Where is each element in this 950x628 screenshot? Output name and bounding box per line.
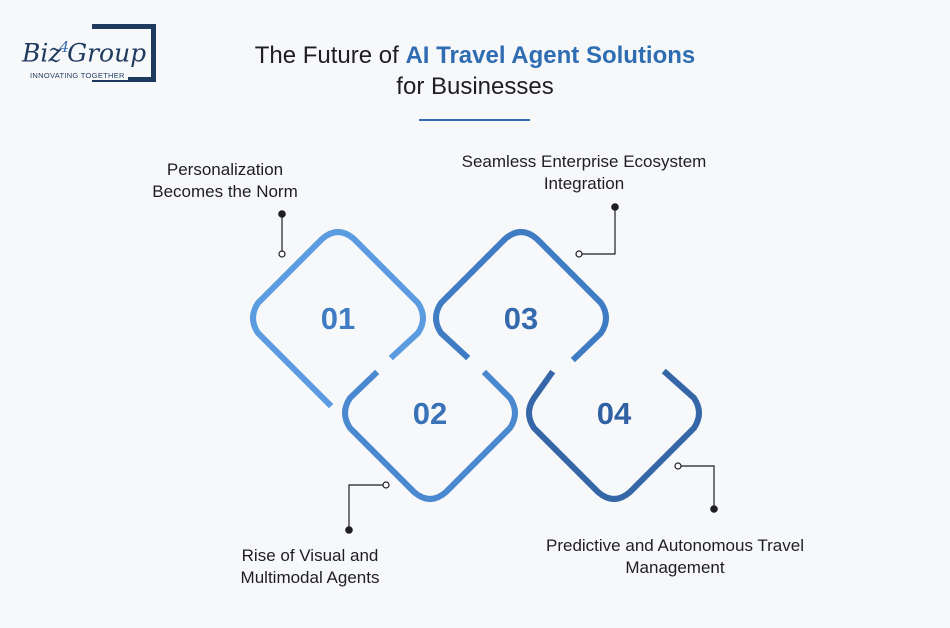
step-04-connector: [674, 462, 718, 513]
step-02-connector: [345, 481, 390, 534]
step-04-label: Predictive and Autonomous Travel Managem…: [546, 536, 804, 577]
title-line-2: for Businesses: [396, 73, 554, 100]
title-highlight: AI Travel Agent Solutions: [405, 42, 696, 69]
logo-tagline: INNOVATING TOGETHER: [30, 71, 128, 80]
step-02-number: 02: [413, 396, 447, 431]
step-03-label: Seamless Enterprise Ecosystem Integratio…: [461, 152, 707, 193]
step-01-connector: [278, 210, 286, 258]
step-04-diamond: [526, 368, 702, 502]
step-02-diamond: [342, 369, 518, 502]
title-underline: [419, 119, 530, 121]
step-03-number: 03: [504, 301, 538, 336]
logo-wordmark: Biz4Group: [22, 38, 151, 68]
page-title: The Future of AI Travel Agent Solutions …: [0, 40, 950, 102]
step-01-number: 01: [321, 301, 355, 336]
step-03-connector: [575, 203, 619, 258]
step-01-diamond: [250, 229, 426, 409]
title-line-1: The Future of AI Travel Agent Solutions: [254, 42, 696, 69]
step-04-number: 04: [597, 396, 632, 431]
step-03-diamond: [433, 229, 609, 363]
step-01-label: Personalization Becomes the Norm: [152, 160, 298, 201]
step-02-label: Rise of Visual and Multimodal Agents: [240, 546, 380, 587]
brand-logo: Biz4Group INNOVATING TOGETHER: [22, 24, 158, 84]
